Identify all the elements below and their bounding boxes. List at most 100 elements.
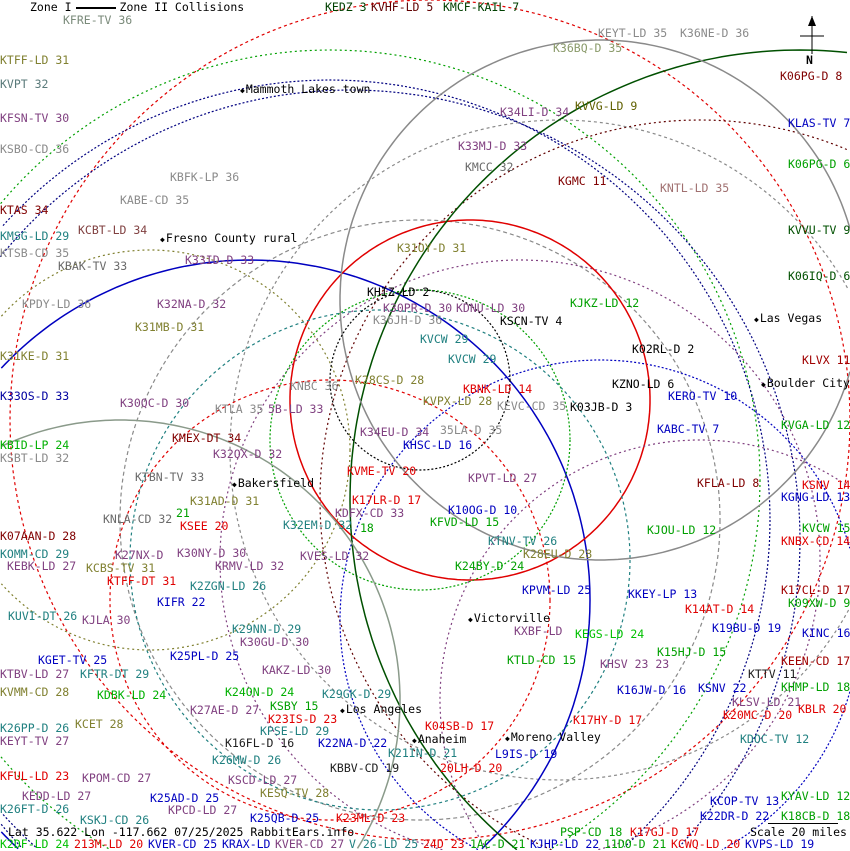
station-label: KEDD-LD 27 (22, 789, 92, 803)
station-label: KVES-LD 32 (300, 549, 370, 563)
station-label: KGMC 11 (558, 174, 607, 188)
station-label: KSNV 22 (698, 681, 747, 695)
station-label: K26PP-D 26 (0, 721, 70, 735)
station-label: K14AT-D 14 (685, 602, 755, 616)
station-label: KHSV 23 23 (600, 657, 670, 671)
station-label: K06PG-D 6 (788, 157, 850, 171)
station-label: KDNU-LD 30 (456, 301, 526, 315)
station-label: KTSB-CD 35 (0, 246, 70, 260)
station-label: K06IQ-D 6 (788, 269, 850, 283)
station-label: KSBT-LD 32 (0, 451, 70, 465)
station-label: KVPX-LD 28 (423, 394, 493, 408)
station-label: KBLR 20 (798, 702, 847, 716)
station-label: KEBK-LD 27 (7, 559, 77, 573)
scale-label: Scale 20 miles (750, 825, 847, 839)
station-label: KABC-TV 7 (657, 422, 720, 436)
station-label: KJHP-LD 22 (530, 837, 600, 851)
coverage-arc (2, 79, 771, 848)
station-label: KVCW 29 (448, 352, 497, 366)
coverage-arc (349, 49, 848, 850)
station-label: K31OY-D 31 (397, 241, 467, 255)
north-label: N (806, 53, 813, 67)
city-marker: Fresno County rural (160, 232, 298, 246)
station-label: 18 (360, 521, 374, 535)
station-label: KTAS 34 (0, 203, 49, 217)
station-label: K17CL-D 17 (781, 583, 850, 597)
station-label: K25PL-D 25 (170, 649, 240, 663)
station-label: K27AE-D 27 (190, 703, 260, 717)
station-label: KPSE-LD 29 (260, 724, 330, 738)
station-label: KSCN-TV 4 (500, 314, 563, 328)
station-label: KCWQ-LD 20 (671, 837, 741, 851)
station-label: K36NE-D 36 (680, 26, 750, 40)
city-marker: Mammoth Lakes town (240, 83, 371, 97)
station-label: KVMM-CD 28 (0, 685, 70, 699)
station-label: KHMP-LD 18 (781, 680, 850, 694)
station-label: KEEN-CD 17 (781, 654, 850, 668)
coordinates-readout: Lat 35.622 Lon -117.662 07/25/2025 Rabbi… (8, 825, 355, 839)
coverage-arc (319, 119, 849, 850)
station-label: KESQ-TV 28 (260, 786, 330, 800)
station-label: KNLA-CD 32 (103, 512, 173, 526)
station-label: K10OG-D 10 (448, 503, 518, 517)
station-label: KKEY-LP 13 (628, 587, 698, 601)
station-label: 24D 23 (423, 837, 465, 851)
station-label: K25QB-D 25 (250, 811, 320, 825)
station-label: K16JW-D 16 (617, 683, 687, 697)
station-label: K23ML-D 23 (336, 811, 406, 825)
station-label: 5B-LD 33 (268, 402, 324, 416)
station-label: K29GK-D 29 (322, 687, 392, 701)
station-label: K06PG-D 8 (780, 69, 843, 83)
station-label: K36JH-D 36 (373, 313, 443, 327)
station-label: KDFX-CD 33 (335, 506, 405, 520)
station-label: KSCD-LD 27 (228, 773, 298, 787)
coverage-arc (0, 89, 801, 848)
coverage-arc (219, 259, 821, 850)
station-label: KPVT-LD 27 (468, 471, 538, 485)
station-label: K16FL-D 16 (225, 736, 295, 750)
station-label: K22DR-D 22 (700, 809, 770, 823)
station-label: KJLA 30 (82, 613, 131, 627)
city-marker: Moreno Valley (505, 731, 601, 745)
city-marker: Los Angeles (340, 703, 422, 717)
station-label: KSBO-CD 36 (0, 142, 70, 156)
station-label: K15HJ-D 15 (657, 645, 727, 659)
station-label: K23IS-D 23 (268, 712, 338, 726)
station-label: K03JB-D 3 (570, 400, 633, 414)
station-label: KFUL-LD 23 (0, 769, 70, 783)
station-label: K07AAN-D 28 (0, 529, 77, 543)
station-label: KIFR 22 (157, 595, 206, 609)
station-label: 213M-LD 20 (74, 837, 144, 851)
station-label: KCBT-LD 34 (78, 223, 148, 237)
station-label: KOMM-CD 29 (0, 547, 70, 561)
legend-zone1: Zone I (30, 0, 72, 14)
coverage-arc (129, 309, 631, 811)
coverage-arc (269, 289, 571, 591)
station-label: K30NY-D 30 (177, 546, 247, 560)
station-label: KVVU-TV 9 (788, 223, 850, 237)
station-label: KPCD-LD 27 (168, 803, 238, 817)
station-label: K19BU-D 19 (712, 621, 782, 635)
station-label: KSKJ-CD 26 (80, 813, 150, 827)
station-label: K27NX-D (115, 548, 164, 562)
station-label: 20LH-D 20 (440, 761, 503, 775)
station-label: KBAK-TV 33 (58, 259, 128, 273)
station-label: KEYT-TV 27 (0, 734, 70, 748)
station-label: K30PR-D 30 (383, 301, 453, 315)
station-label: KTBV-LD 27 (0, 667, 70, 681)
station-label: KGET-TV 25 (38, 653, 108, 667)
station-label: KPVM-LD 25 (522, 583, 592, 597)
station-label: KCET 28 (75, 717, 124, 731)
station-label: KVME-TV 20 (347, 464, 417, 478)
coverage-arc (0, 249, 351, 651)
station-label: 21 (176, 506, 190, 520)
station-label: KYAV-LD 12 (781, 789, 850, 803)
station-label: KFVD-LD 15 (430, 515, 500, 529)
city-marker: Boulder City (761, 377, 850, 391)
station-label: KVER-CD 25 (148, 837, 218, 851)
station-label: K32EM-D 32 (283, 518, 353, 532)
station-label: KSEE 20 (180, 519, 229, 533)
station-label: K02RL-D 2 (632, 342, 695, 356)
station-label: K36BQ-D 35 (553, 41, 623, 55)
station-label: KLSV-LD 21 (732, 695, 802, 709)
